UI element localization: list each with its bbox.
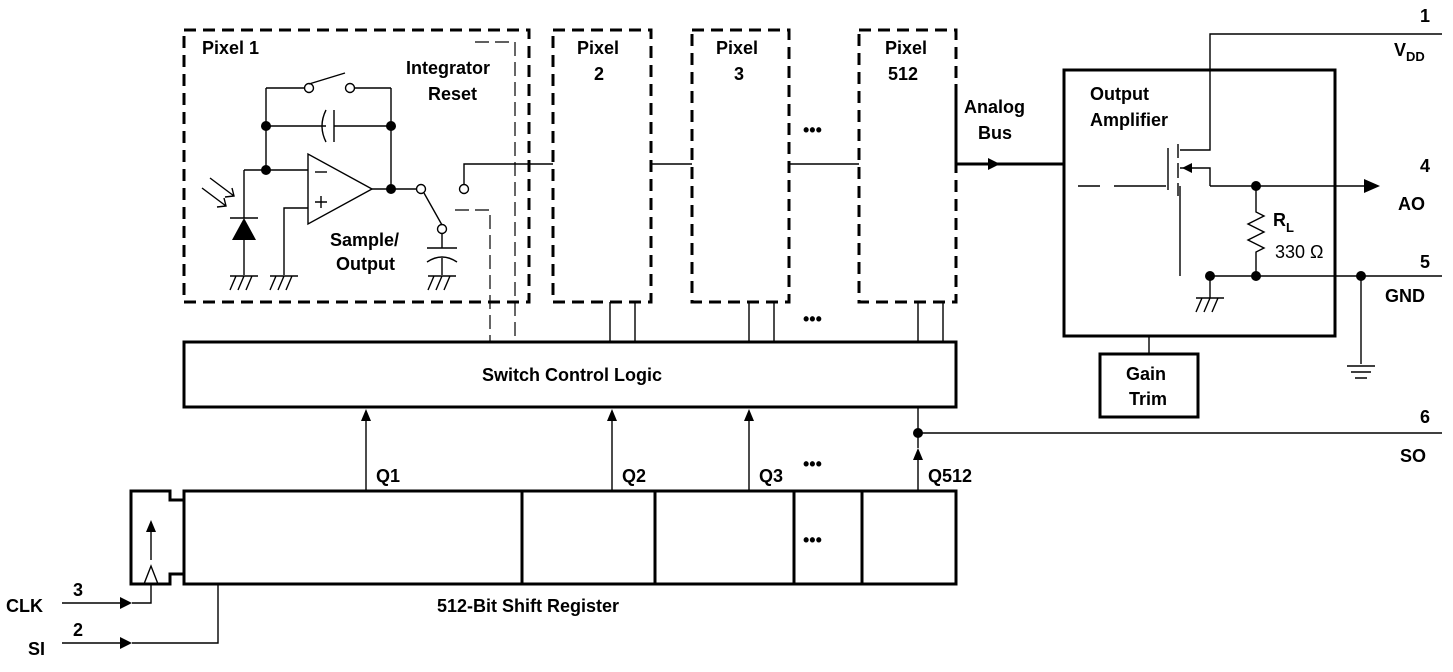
photodiode [201, 169, 266, 275]
shift-register-label: 512-Bit Shift Register [437, 596, 619, 616]
sample-output-label-line2: Output [336, 254, 395, 274]
q512-label: Q512 [928, 466, 972, 486]
q2-label: Q2 [622, 466, 646, 486]
pixel-2-block: Pixel 2 [551, 28, 653, 304]
earth-ground-icon [1347, 365, 1375, 379]
pin-vdd-number: 1 [1420, 6, 1430, 26]
reset-switch [266, 72, 391, 94]
q1-label: Q1 [376, 466, 400, 486]
pin-si-number: 2 [73, 620, 83, 640]
pixel-3-block: Pixel 3 [690, 28, 791, 304]
ellipsis-register: ••• [803, 530, 822, 550]
sample-output-label-line1: Sample/ [330, 230, 399, 250]
shift-register-block: 512-Bit Shift Register [129, 489, 958, 616]
output-amplifier-block: Output Amplifier RL 330 Ω [1062, 33, 1442, 338]
pin-ao-name: AO [1398, 194, 1425, 214]
pixel-512-label-line1: Pixel [885, 38, 927, 58]
resistor-rl [1246, 186, 1266, 276]
pin-gnd-number: 5 [1420, 252, 1430, 272]
pin-so-name: SO [1400, 446, 1426, 466]
pixel-1-label: Pixel 1 [202, 38, 259, 58]
pin-clk-number: 3 [73, 580, 83, 600]
ground-symbol [427, 275, 456, 291]
op-amp [307, 152, 374, 226]
integrator-reset-label-line2: Reset [428, 84, 477, 104]
pixel-512-block: Pixel 512 [857, 28, 958, 304]
switch-control-logic-block: Switch Control Logic [182, 340, 958, 409]
ellipsis-control: ••• [803, 309, 822, 329]
ellipsis-q: ••• [803, 454, 822, 474]
pin-si-name: SI [28, 639, 45, 659]
pixel-2-label-line1: Pixel [577, 38, 619, 58]
pin-so-number: 6 [1420, 407, 1430, 427]
q3-label: Q3 [759, 466, 783, 486]
clk-input [62, 584, 152, 609]
switch-control-logic-label: Switch Control Logic [482, 365, 662, 385]
pixel-3-label-line1: Pixel [716, 38, 758, 58]
pin-gnd-name: GND [1385, 286, 1425, 306]
gain-trim-block: Gain Trim [1098, 336, 1200, 419]
gain-trim-label-line1: Gain [1126, 364, 1166, 384]
resistor-value: 330 Ω [1275, 242, 1324, 262]
pixel-512-label-line2: 512 [888, 64, 918, 84]
pixel-1-block: Pixel 1 Integrator Reset [182, 28, 531, 342]
ground-symbol [229, 275, 258, 291]
gain-trim-label-line2: Trim [1129, 389, 1167, 409]
ground-symbol [269, 275, 298, 291]
ellipsis-pixels: ••• [803, 120, 822, 140]
pixel-3-label-line2: 3 [734, 64, 744, 84]
output-amplifier-label-line1: Output [1090, 84, 1149, 104]
analog-bus-label-line2: Bus [978, 123, 1012, 143]
integrator-capacitor [266, 109, 391, 143]
output-amplifier-label-line2: Amplifier [1090, 110, 1168, 130]
q-signals [361, 407, 1442, 491]
sample-output-switch [391, 163, 529, 275]
resistor-name: RL [1273, 210, 1294, 235]
integrator-reset-label-line1: Integrator [406, 58, 490, 78]
pixel-2-label-line2: 2 [594, 64, 604, 84]
pin-vdd-name: VDD [1394, 40, 1425, 64]
si-input [62, 584, 219, 649]
analog-bus-label-line1: Analog [964, 97, 1025, 117]
pin-clk-name: CLK [6, 596, 43, 616]
ground-symbol [1195, 297, 1224, 313]
pin-ao-number: 4 [1420, 156, 1430, 176]
